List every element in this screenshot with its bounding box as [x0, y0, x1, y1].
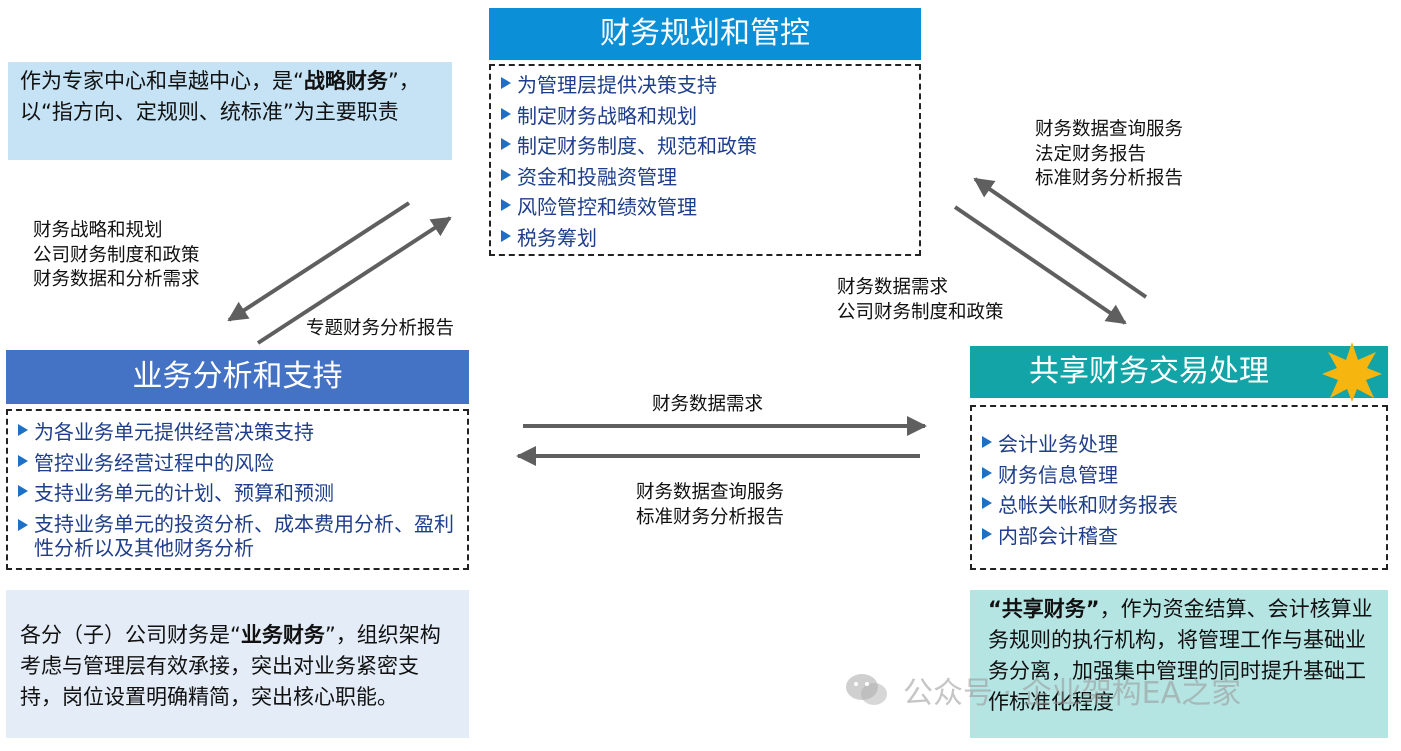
list-item: 内部会计稽查: [982, 521, 1386, 552]
arrow-top-to-right: [953, 205, 1127, 325]
flow-label-left-to-right: 财务数据需求: [652, 394, 764, 415]
note-text: 各分（子）公司财务是“: [20, 623, 241, 647]
wechat-icon: [846, 674, 887, 705]
box-business-analysis: 为各业务单元提供经营决策支持 管控业务经营过程中的风险 支持业务单元的计划、预算…: [6, 409, 469, 570]
note-bold: 战略财务: [303, 69, 388, 93]
box-shared-services: 会计业务处理 财务信息管理 总帐关帐和财务报表 内部会计稽查: [970, 405, 1388, 570]
flow-label-line: 财务数据和分析需求: [33, 269, 200, 290]
box-finance-planning: 为管理层提供决策支持 制定财务战略和规划 制定财务制度、规范和政策 资金和投融资…: [489, 64, 921, 256]
flow-label-line: 公司财务制度和政策: [33, 244, 200, 266]
list-item: 资金和投融资管理: [501, 162, 919, 193]
flow-label-top-to-right: 财务数据需求 公司财务制度和政策: [837, 276, 1057, 325]
list-item: 总帐关帐和财务报表: [982, 490, 1386, 521]
arrow-top-to-left: [227, 201, 411, 322]
list-item: 支持业务单元的投资分析、成本费用分析、盈利性分析以及其他财务分析: [18, 509, 467, 560]
flow-label-line: 财务数据查询服务: [1035, 119, 1184, 140]
arrow-right-to-top: [973, 177, 1148, 299]
arrow-left-to-top: [256, 216, 452, 345]
list-item: 为各业务单元提供经营决策支持: [18, 417, 467, 448]
flow-label-line: 财务数据需求: [837, 277, 949, 298]
flow-label-line: 公司财务制度和政策: [837, 301, 1004, 323]
list-item: 为管理层提供决策支持: [501, 70, 919, 101]
list-item: 会计业务处理: [982, 429, 1386, 460]
note-bold: 业务财务: [240, 623, 325, 647]
watermark-text: 公众号 · 企业架构EA之家: [903, 676, 1242, 711]
note-bold: “共享财务”: [988, 597, 1100, 621]
flow-label-top-to-left: 财务战略和规划 公司财务制度和政策 财务数据和分析需求: [33, 219, 253, 293]
note-text: ”，组织架构考虑与管理层有效承接，突出对业务紧密支持，岗位设置明确精简，突出核心…: [20, 623, 441, 709]
flow-label-line: 财务数据查询服务: [636, 482, 785, 503]
header-business-analysis-title: 业务分析和支持: [132, 359, 343, 394]
watermark: 公众号 · 企业架构EA之家: [845, 666, 1365, 714]
star-icon: [1322, 342, 1382, 402]
list-item: 制定财务制度、规范和政策: [501, 131, 919, 162]
header-shared-services-title: 共享财务交易处理: [1029, 354, 1269, 389]
list-item: 管控业务经营过程中的风险: [18, 448, 467, 479]
flow-label-left-to-top: 专题财务分析报告: [306, 318, 455, 339]
list-item: 风险管控和绩效管理: [501, 192, 919, 223]
list-item: 支持业务单元的计划、预算和预测: [18, 478, 467, 509]
list-item: 税务筹划: [501, 223, 919, 254]
header-shared-services: 共享财务交易处理: [970, 346, 1388, 398]
note-business-finance: 各分（子）公司财务是“业务财务”，组织架构考虑与管理层有效承接，突出对业务紧密支…: [6, 590, 469, 738]
flow-label-right-to-left: 财务数据查询服务 标准财务分析报告: [636, 481, 836, 530]
note-shared-finance: “共享财务”，作为资金结算、会计核算业务规则的执行机构，将管理工作与基础业务分离…: [970, 590, 1388, 738]
note-text: ，作为资金结算、会计核算业务规则的执行机构，将管理工作与基础业务分离，加强集中管…: [988, 597, 1373, 714]
flow-label-line: 标准财务分析报告: [636, 506, 785, 528]
flow-label-right-to-top: 财务数据查询服务 法定财务报告 标准财务分析报告: [1035, 118, 1235, 192]
note-strategic-finance: 作为专家中心和卓越中心，是“战略财务”，以“指方向、定规则、统标准”为主要职责: [8, 62, 452, 160]
flow-label-line: 法定财务报告: [1035, 143, 1147, 165]
flow-label-line: 标准财务分析报告: [1035, 168, 1184, 189]
header-finance-planning: 财务规划和管控: [489, 8, 921, 60]
list-item: 财务信息管理: [982, 460, 1386, 491]
list-item: 制定财务战略和规划: [501, 101, 919, 132]
header-finance-planning-title: 财务规划和管控: [600, 16, 810, 51]
note-text: ”，以“指方向、定规则、统标准”为主要职责: [20, 69, 420, 124]
flow-label-line: 财务战略和规划: [33, 220, 163, 241]
note-text: 作为专家中心和卓越中心，是“: [20, 69, 304, 93]
header-business-analysis: 业务分析和支持: [6, 350, 469, 404]
